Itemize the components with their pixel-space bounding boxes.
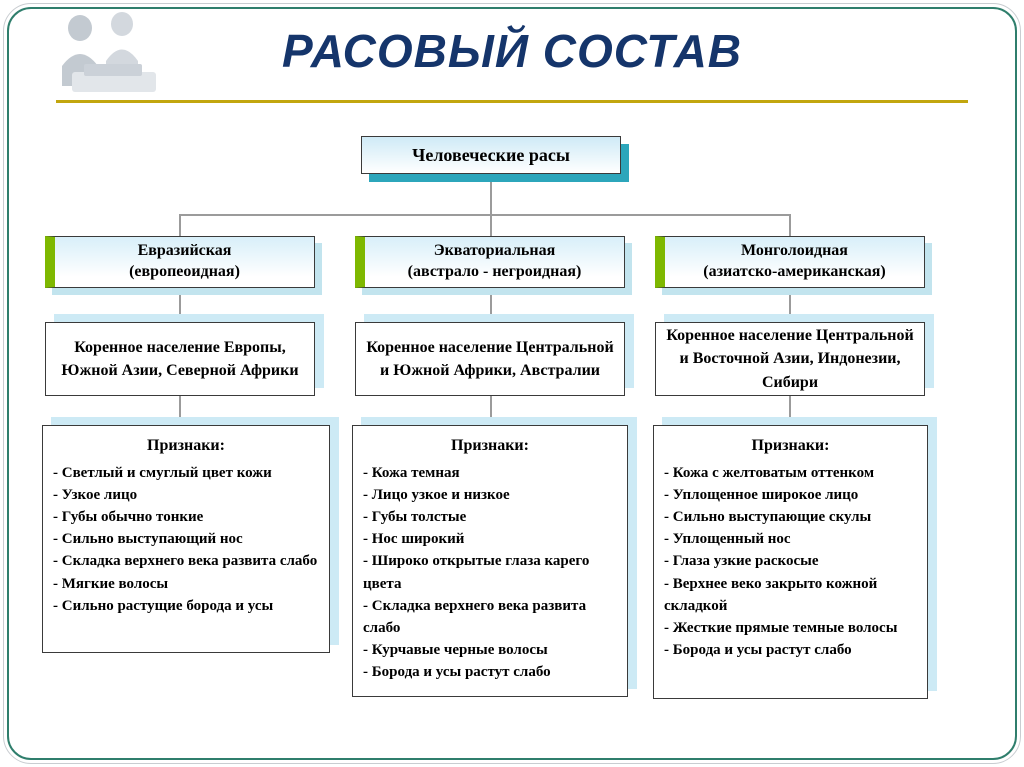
root-node-label: Человеческие расы	[412, 144, 570, 165]
race-name: Евразийская	[137, 242, 232, 260]
features-title: Признаки:	[751, 437, 830, 454]
feature-item: - Кожа темная	[363, 464, 460, 481]
feature-item: - Мягкие волосы	[53, 575, 169, 592]
features-title: Признаки:	[451, 437, 529, 454]
race-box-eurasian: Евразийская (европеоидная)	[45, 236, 315, 288]
feature-item: - Уплощенное широкое лицо	[664, 486, 859, 503]
feature-item: - Узкое лицо	[53, 486, 138, 503]
title-underline	[56, 100, 968, 103]
features-box-equatorial: Признаки: - Кожа темная - Лицо узкое и ни…	[352, 425, 628, 697]
features-box-eurasian: Признаки: - Светлый и смуглый цвет кожи-…	[42, 425, 330, 653]
features-list: - Кожа с желтоватым оттенком - Уплощенное…	[664, 462, 917, 662]
root-node: Человеческие расы	[361, 136, 621, 174]
feature-item: - Губы обычно тонкие	[53, 509, 204, 526]
race-box-equatorial: Экваториальная (австрало - негроидная)	[355, 236, 625, 288]
feature-item: - Светлый и смуглый цвет кожи	[53, 464, 272, 481]
features-list: - Светлый и смуглый цвет кожи - Узкое лиц…	[53, 462, 319, 617]
feature-item: - Сильно растущие борода и усы	[53, 597, 274, 614]
feature-item: - Сильно выступающий нос	[53, 531, 243, 548]
feature-item: - Глаза узкие раскосые	[664, 553, 819, 570]
feature-item: - Нос широкий	[363, 531, 465, 548]
feature-item: - Верхнее веко закрыто кожной складкой	[664, 575, 878, 614]
race-box-mongoloid: Монголоидная (азиатско-американская)	[655, 236, 925, 288]
race-name: Монголоидная	[741, 242, 848, 260]
features-box-mongoloid: Признаки: - Кожа с желтоватым оттенком- …	[653, 425, 928, 699]
features-title: Признаки:	[147, 437, 225, 454]
feature-item: - Жесткие прямые темные волосы	[664, 619, 898, 636]
feature-item: - Курчавые черные волосы	[363, 642, 548, 659]
feature-item: - Складка верхнего века развита слабо	[363, 597, 587, 636]
population-box-eurasian: Коренное население Европы, Южной Азии, С…	[45, 322, 315, 396]
feature-item: - Уплощенный нос	[664, 531, 791, 548]
race-subname: (европеоидная)	[129, 263, 240, 280]
page-title: РАСОВЫЙ СОСТАВ	[281, 25, 743, 77]
population-box-mongoloid: Коренное население Центральной и Восточн…	[655, 322, 925, 396]
features-list: - Кожа темная - Лицо узкое и низкое - Губы…	[363, 462, 617, 684]
feature-item: - Губы толстые	[363, 509, 467, 526]
feature-item: - Борода и усы растут слабо	[363, 664, 551, 681]
race-subname: (азиатско-американская)	[703, 263, 886, 280]
feature-item: - Широко открытые глаза карего цвета	[363, 553, 590, 592]
feature-item: - Борода и усы растут слабо	[664, 642, 852, 659]
feature-item: - Лицо узкое и низкое	[363, 486, 510, 503]
population-box-equatorial: Коренное население Центральной и Южной А…	[355, 322, 625, 396]
race-subname: (австрало - негроидная)	[407, 263, 582, 280]
feature-item: - Кожа с желтоватым оттенком	[664, 464, 875, 481]
feature-item: - Складка верхнего века развита слабо	[53, 553, 318, 570]
feature-item: - Сильно выступающие скулы	[664, 509, 872, 526]
people-silhouette-graphic	[62, 12, 156, 92]
race-name: Экваториальная	[433, 242, 556, 260]
